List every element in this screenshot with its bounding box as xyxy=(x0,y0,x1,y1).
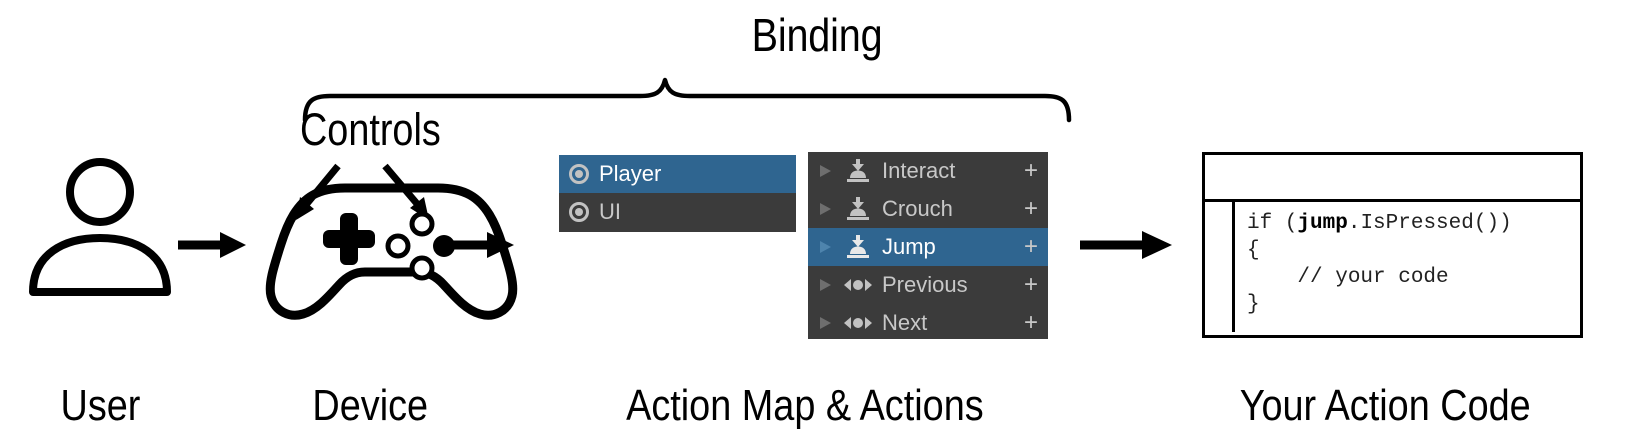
caption-user-text: User xyxy=(60,381,140,430)
add-binding-button[interactable]: + xyxy=(1023,309,1038,336)
action-map-ring-icon xyxy=(569,164,589,184)
user-person-icon xyxy=(29,158,171,296)
caption-device-text: Device xyxy=(312,381,428,430)
code-editor-text[interactable]: if (jump.IsPressed()){ // your code} xyxy=(1235,202,1580,332)
arrow-controls-to-dpad xyxy=(296,163,341,220)
controls-annotation-label: Controls xyxy=(300,104,441,155)
action-label: Previous xyxy=(882,272,968,297)
action-row-crouch[interactable]: Crouch + xyxy=(808,190,1048,228)
action-row-interact[interactable]: Interact + xyxy=(808,152,1048,190)
arrow-device-to-actions xyxy=(444,232,514,258)
actions-panel[interactable]: Interact + Crouch + xyxy=(808,152,1048,339)
code-line: if (jump.IsPressed()) xyxy=(1247,210,1580,237)
code-token: { xyxy=(1247,239,1260,262)
axis-action-icon xyxy=(842,277,874,293)
foldout-triangle-icon[interactable] xyxy=(808,163,842,179)
foldout-triangle-icon[interactable] xyxy=(808,201,842,217)
add-binding-button[interactable]: + xyxy=(1023,233,1038,260)
action-map-ring-icon xyxy=(569,202,589,222)
code-window-titlebar xyxy=(1205,155,1580,202)
action-label: Jump xyxy=(882,234,936,259)
code-token: } xyxy=(1247,293,1260,316)
action-label: Interact xyxy=(882,158,956,183)
code-token: if ( xyxy=(1247,212,1298,235)
action-map-label: UI xyxy=(599,199,621,224)
axis-action-icon xyxy=(842,315,874,331)
add-binding-button[interactable]: + xyxy=(1023,271,1038,298)
action-label: Next xyxy=(882,310,928,335)
caption-action-map-actions: Action Map & Actions xyxy=(540,384,1070,428)
button-action-icon xyxy=(842,197,874,221)
code-line: // your code xyxy=(1247,264,1580,291)
binding-annotation-label: Binding xyxy=(0,8,1635,62)
action-label: Crouch xyxy=(882,196,953,221)
button-action-icon xyxy=(842,235,874,259)
action-map-row-ui[interactable]: UI xyxy=(559,193,796,231)
gamepad-icon xyxy=(265,183,518,320)
code-token: .IsPressed()) xyxy=(1347,212,1512,235)
code-token-bold: jump xyxy=(1297,212,1348,235)
caption-device: Device xyxy=(255,384,485,428)
arrow-actions-to-code xyxy=(1080,231,1172,259)
action-map-label: Player xyxy=(599,161,662,186)
foldout-triangle-icon[interactable] xyxy=(808,315,842,331)
code-line: { xyxy=(1247,237,1580,264)
add-binding-button[interactable]: + xyxy=(1023,195,1038,222)
action-row-previous[interactable]: Previous + xyxy=(808,266,1048,304)
foldout-triangle-icon[interactable] xyxy=(808,239,842,255)
action-row-jump[interactable]: Jump + xyxy=(808,228,1048,266)
foldout-triangle-icon[interactable] xyxy=(808,277,842,293)
action-map-row-player[interactable]: Player xyxy=(559,155,796,193)
binding-annotation-text: Binding xyxy=(752,9,883,61)
add-binding-button[interactable]: + xyxy=(1023,157,1038,184)
code-window-body: if (jump.IsPressed()){ // your code} xyxy=(1205,202,1580,332)
code-gutter xyxy=(1205,202,1235,332)
code-token: // your code xyxy=(1247,266,1449,289)
action-row-next[interactable]: Next + xyxy=(808,304,1048,339)
caption-your-action-code: Your Action Code xyxy=(1135,384,1635,428)
caption-user: User xyxy=(0,384,200,428)
action-maps-panel[interactable]: Player UI xyxy=(559,155,796,232)
caption-action-map-actions-text: Action Map & Actions xyxy=(626,381,984,430)
code-window[interactable]: if (jump.IsPressed()){ // your code} xyxy=(1202,152,1583,338)
button-action-icon xyxy=(842,159,874,183)
arrow-user-to-device xyxy=(178,232,246,258)
arrow-controls-to-buttons xyxy=(382,163,429,220)
code-line: } xyxy=(1247,291,1580,318)
caption-your-action-code-text: Your Action Code xyxy=(1239,381,1531,430)
